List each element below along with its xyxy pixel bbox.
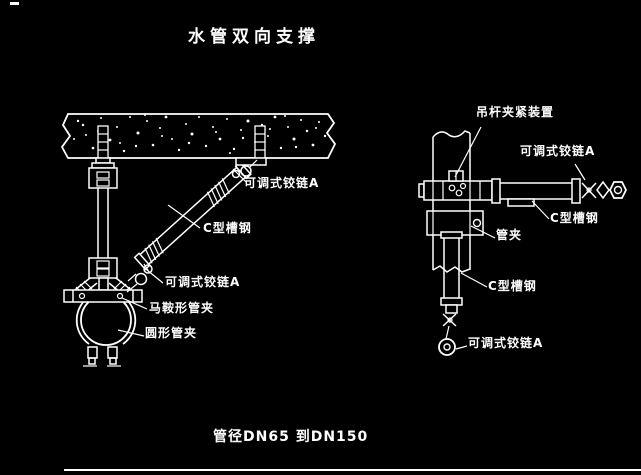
horizontal-channel-brace [491, 178, 581, 207]
vertical-pipe [432, 130, 471, 273]
hinge-right-end [581, 180, 628, 200]
frame-marks [10, 2, 641, 471]
diagonal-channel-brace [133, 161, 252, 271]
hinge-bottom-left [126, 263, 153, 293]
concrete-slab [60, 113, 337, 159]
leader-lines [117, 126, 586, 350]
hanger-rod-assembly [88, 157, 118, 279]
label-channel-horizontal: C型槽钢 [550, 211, 599, 225]
hinge-bottom-right [438, 304, 458, 356]
hinge-top-left [231, 157, 267, 179]
label-hinge-top-left: 可调式铰链A [244, 176, 320, 190]
pipe-size-note: 管径DN65 到DN150 [213, 429, 369, 445]
label-hinge-bottom-right: 可调式铰链A [468, 336, 544, 350]
label-channel-left: C型槽钢 [203, 221, 252, 235]
slab-anchor-right [254, 125, 266, 159]
pipe-clamp-mid [426, 210, 484, 236]
round-clamp-hardware [63, 289, 143, 367]
concrete-stipple [73, 114, 327, 154]
label-round-clamp: 圆形管夹 [145, 326, 198, 340]
label-hinge-right: 可调式铰链A [520, 144, 596, 158]
label-channel-vertical: C型槽钢 [488, 279, 537, 293]
slab-anchor-left [97, 125, 109, 159]
drawing-title: 水管双向支撑 [188, 27, 320, 47]
label-saddle-clamp: 马鞍形管夹 [149, 301, 215, 315]
label-hanger-clamp-device: 吊杆夹紧装置 [476, 105, 555, 119]
label-hinge-bottom-left: 可调式铰链A [165, 275, 241, 289]
label-pipe-clamp: 管夹 [496, 228, 523, 242]
